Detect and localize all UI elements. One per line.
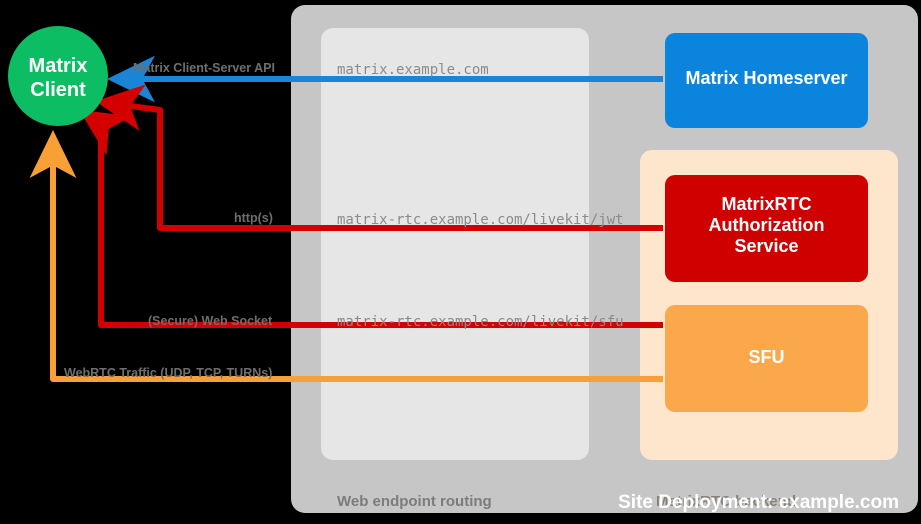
endpoint-url-matrix: matrix.example.com: [337, 62, 489, 78]
edge-https: [95, 84, 663, 231]
site-deployment-title: Site Deployment: example.com: [618, 492, 899, 513]
edge-label-matrix-client-server-api: Matrix Client-Server API: [133, 61, 275, 75]
matrixrtc-authorization-service-node[interactable]: [665, 175, 868, 282]
edge-label-webrtc-traffic: WebRTC Traffic (UDP, TCP, TURNs): [64, 366, 273, 380]
edge-secure-web-socket: [78, 109, 663, 328]
endpoint-url-livekit-jwt: matrix-rtc.example.com/livekit/jwt: [337, 212, 624, 228]
edge-label-secure-web-socket: (Secure) Web Socket: [148, 314, 273, 328]
matrix-client-node[interactable]: [8, 26, 108, 126]
web-endpoint-routing-container: [321, 28, 589, 460]
edge-label-https: http(s): [234, 211, 273, 225]
edge-webrtc-traffic: [29, 130, 663, 382]
web-endpoint-routing-title: Web endpoint routing: [337, 493, 492, 510]
matrix-homeserver-node[interactable]: [665, 33, 868, 128]
sfu-node[interactable]: [665, 305, 868, 412]
matrixrtc-backend-title: MatrixRTC backend: [656, 493, 797, 510]
endpoint-url-livekit-sfu: matrix-rtc.example.com/livekit/sfu: [337, 314, 624, 330]
